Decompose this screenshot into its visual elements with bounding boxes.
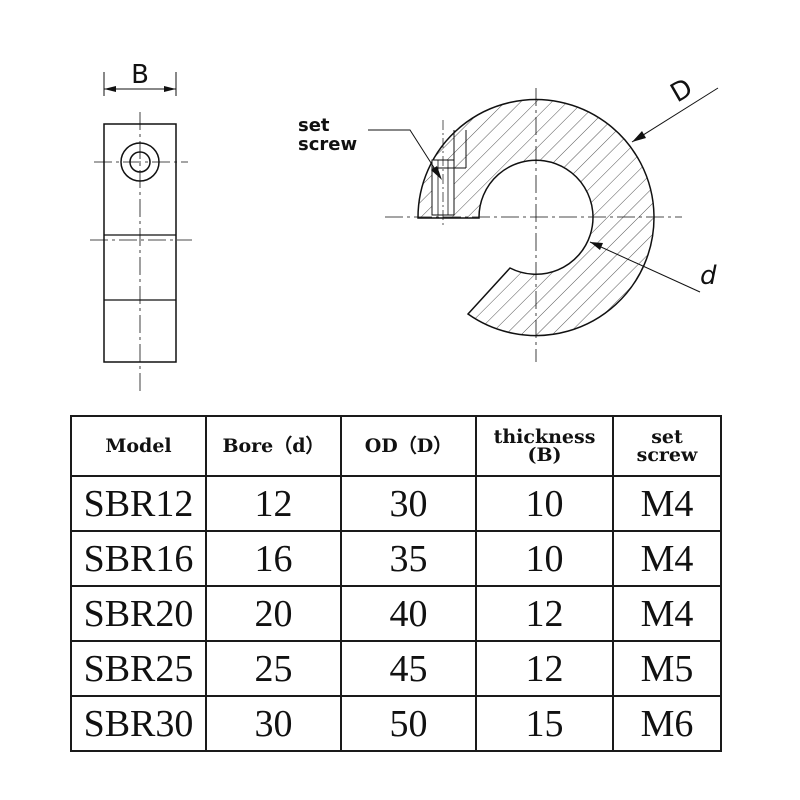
- header-thickness: thickness(B): [475, 415, 614, 477]
- header-model: Model: [70, 415, 207, 477]
- cell-thickness: 10: [475, 530, 614, 587]
- cell-set-screw: M4: [612, 475, 722, 532]
- bore-label: d: [700, 261, 717, 291]
- cell-bore: 25: [205, 640, 342, 697]
- bore-leader: [589, 241, 701, 293]
- table-row: SBR16 16 35 10 M4: [70, 530, 722, 587]
- cell-model: SBR20: [70, 585, 207, 642]
- cell-set-screw: M4: [612, 530, 722, 587]
- set-screw-leader: [368, 129, 441, 178]
- table-row: SBR30 30 50 15 M6: [70, 695, 722, 752]
- dimension-arrow-left: [104, 86, 116, 92]
- cell-thickness: 12: [475, 585, 614, 642]
- header-od: OD（D）: [340, 415, 477, 477]
- dimension-arrow-right: [164, 86, 176, 92]
- side-view: B: [90, 60, 192, 395]
- collar-section: [417, 98, 655, 337]
- set-screw-label-line2: screw: [298, 134, 357, 155]
- cell-bore: 20: [205, 585, 342, 642]
- header-bore: Bore（d）: [205, 415, 342, 477]
- cell-od: 30: [340, 475, 477, 532]
- cell-bore: 16: [205, 530, 342, 587]
- cell-model: SBR12: [70, 475, 207, 532]
- table-row: SBR25 25 45 12 M5: [70, 640, 722, 697]
- cell-model: SBR16: [70, 530, 207, 587]
- table-row: SBR12 12 30 10 M4: [70, 475, 722, 532]
- cell-thickness: 15: [475, 695, 614, 752]
- table-row: SBR20 20 40 12 M4: [70, 585, 722, 642]
- thickness-label: B: [131, 60, 149, 90]
- od-leader: [631, 87, 719, 143]
- cell-set-screw: M4: [612, 585, 722, 642]
- cell-model: SBR25: [70, 640, 207, 697]
- cell-set-screw: M5: [612, 640, 722, 697]
- cell-bore: 12: [205, 475, 342, 532]
- cell-thickness: 10: [475, 475, 614, 532]
- cell-od: 40: [340, 585, 477, 642]
- cell-bore: 30: [205, 695, 342, 752]
- front-view: set screw D d: [298, 73, 719, 362]
- set-screw-arrow: [431, 166, 442, 180]
- set-screw-label-line1: set: [298, 115, 330, 136]
- bore-arrow: [590, 242, 603, 250]
- cell-od: 50: [340, 695, 477, 752]
- technical-drawing: B set screw D: [90, 60, 719, 395]
- cell-thickness: 12: [475, 640, 614, 697]
- cell-od: 45: [340, 640, 477, 697]
- cell-od: 35: [340, 530, 477, 587]
- cell-model: SBR30: [70, 695, 207, 752]
- cell-set-screw: M6: [612, 695, 722, 752]
- od-arrow: [632, 131, 646, 142]
